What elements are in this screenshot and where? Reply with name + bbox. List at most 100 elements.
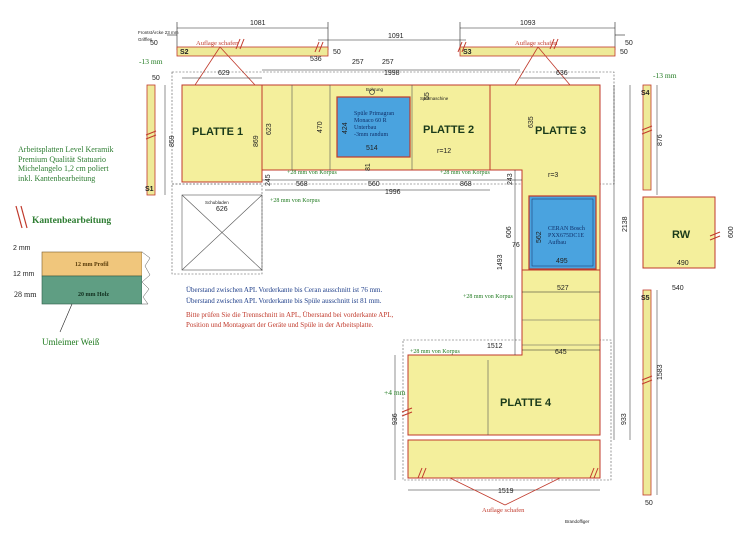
strip-s4 (642, 84, 652, 191)
dim-257a: 257 (352, 59, 364, 66)
bottom-callout: Auflage schafen (482, 507, 525, 514)
top-dimension-lines (167, 22, 625, 50)
rw-label: RW (672, 229, 691, 241)
header-note-2: Griffles (138, 37, 153, 42)
ceran-radius: r=3 (548, 172, 558, 179)
dim-600: 600 (728, 226, 735, 238)
dim-623: 623 (266, 123, 273, 135)
strip-s5-label: S5 (641, 295, 650, 302)
dim-490: 490 (677, 260, 689, 267)
dim-76: 76 (512, 242, 520, 249)
dim-50a: 50 (152, 75, 160, 82)
footer-label: Brandoffiger (565, 519, 590, 524)
material-line-3: Michelangelo 1,2 cm poliert (18, 164, 109, 173)
dim-859: 859 (169, 135, 176, 147)
sink-model: Monaco 60 R (354, 118, 387, 124)
legend-title: Kantenbearbeitung (32, 216, 112, 226)
material-line-1: Arbeitsplatten Level Keramik (18, 145, 114, 154)
korpus-5: +28 mm von Korpus (410, 349, 461, 355)
legend-28mm: 28 mm (14, 290, 37, 299)
s2-callout: Auflage schafen (196, 40, 239, 47)
plate-2-radius: r=12 (437, 148, 451, 155)
material-info: Arbeitsplatten Level Keramik Premium Qua… (18, 145, 114, 183)
note-ceran: Überstand zwischen APL Vorderkante bis C… (186, 286, 383, 294)
dim-1519: 1519 (498, 488, 514, 495)
note-sink: Überstand zwischen APL Vorderkante bis S… (186, 297, 382, 305)
ceran-cutout (528, 195, 597, 270)
dim-55: 55 (424, 92, 431, 100)
dim-left-offset: 50 (150, 40, 158, 47)
dim-243: 243 (507, 173, 514, 185)
dim-560: 560 (368, 181, 380, 188)
strip-s3 (459, 46, 616, 57)
strip-s3-height: 50 (620, 49, 628, 56)
dim-left-width: 1081 (250, 20, 266, 27)
s3-callout: Auflage schafen (515, 40, 558, 47)
dim-1583: 1583 (657, 364, 664, 380)
ceran-inner (531, 198, 594, 267)
header-note-1: FrontstÄrcke 23 mm (138, 29, 179, 35)
dim-645: 645 (555, 349, 567, 356)
dim-629: 629 (218, 70, 230, 77)
sink-height: 424 (342, 122, 349, 134)
korpus-3: +28 mm von Korpus (440, 170, 491, 176)
rw-panel (642, 196, 716, 269)
dim-1493: 1493 (497, 254, 504, 270)
seam-marks (145, 38, 721, 479)
sink-cutout (336, 96, 411, 158)
dim-1996: 1996 (385, 189, 401, 196)
dimension-lines (164, 69, 658, 495)
dim-606: 606 (506, 226, 513, 238)
note-check-1: Bitte prüfen Sie die Trennschnitt in APL… (186, 311, 394, 319)
dim-right-width: 1093 (520, 20, 536, 27)
dim-568: 568 (296, 181, 308, 188)
legend-12mm: 12 mm (13, 271, 35, 278)
dim-869: 869 (253, 135, 260, 147)
plate-4-lower (407, 439, 601, 479)
dim-527: 527 (557, 285, 569, 292)
strip-s5 (642, 289, 652, 496)
plate-4-label: PLATTE 4 (500, 397, 552, 409)
strip-s4-label: S4 (641, 90, 650, 97)
ceran-width: 495 (556, 258, 568, 265)
korpus-2: +28 mm von Korpus (270, 198, 321, 204)
dim-635: 635 (528, 116, 535, 128)
dim-536: 536 (310, 56, 322, 63)
sink-mount: Unterbau (354, 125, 376, 131)
label-schubladen: Schubladen (205, 200, 229, 205)
cabinet-dividers (181, 85, 600, 435)
strip-s1 (146, 84, 156, 196)
dim-876: 876 (657, 134, 664, 146)
material-line-2: Premium Qualität Statuario (18, 154, 106, 164)
dim-470: 470 (317, 121, 324, 133)
label-spuelmaschine: Spülmaschine (420, 96, 449, 101)
dim-81: 81 (365, 163, 372, 171)
dim-middle-width: 1091 (388, 33, 404, 40)
plate-4 (407, 269, 601, 436)
korpus-1: +28 mm von Korpus (287, 170, 338, 176)
plate-1-label: PLATTE 1 (192, 126, 243, 138)
ceran-mount: Aufbau (548, 239, 566, 246)
dim-933: 933 (621, 413, 628, 425)
tap-hole (369, 89, 375, 95)
material-line-4: inkl. Kantenbearbeitung (18, 173, 96, 183)
sink-title: Spüle Primagran (354, 111, 394, 117)
offset-left: -13 mm (139, 57, 163, 66)
edge-legend-graphic (15, 205, 151, 333)
legend-holz: 20 mm Holz (78, 292, 109, 298)
callout-lines-top (194, 46, 571, 86)
dim-868: 868 (460, 181, 472, 188)
ceran-model: PXX675DC1E (548, 233, 584, 239)
plate-2-label: PLATTE 2 (423, 124, 474, 136)
dim-50b: 50 (645, 500, 653, 507)
dim-1512: 1512 (487, 343, 503, 350)
dim-936: 936 (392, 413, 399, 425)
legend-umleimer: Umleimer Weiß (42, 337, 100, 347)
legend-profil: 12 mm Profil (75, 262, 109, 268)
dim-626: 626 (216, 206, 228, 213)
dim-540: 540 (672, 285, 684, 292)
ceran-brand: CERAN Bosch (548, 226, 585, 232)
plus-4mm: +4 mm (384, 388, 406, 397)
sink-width: 514 (366, 145, 378, 152)
